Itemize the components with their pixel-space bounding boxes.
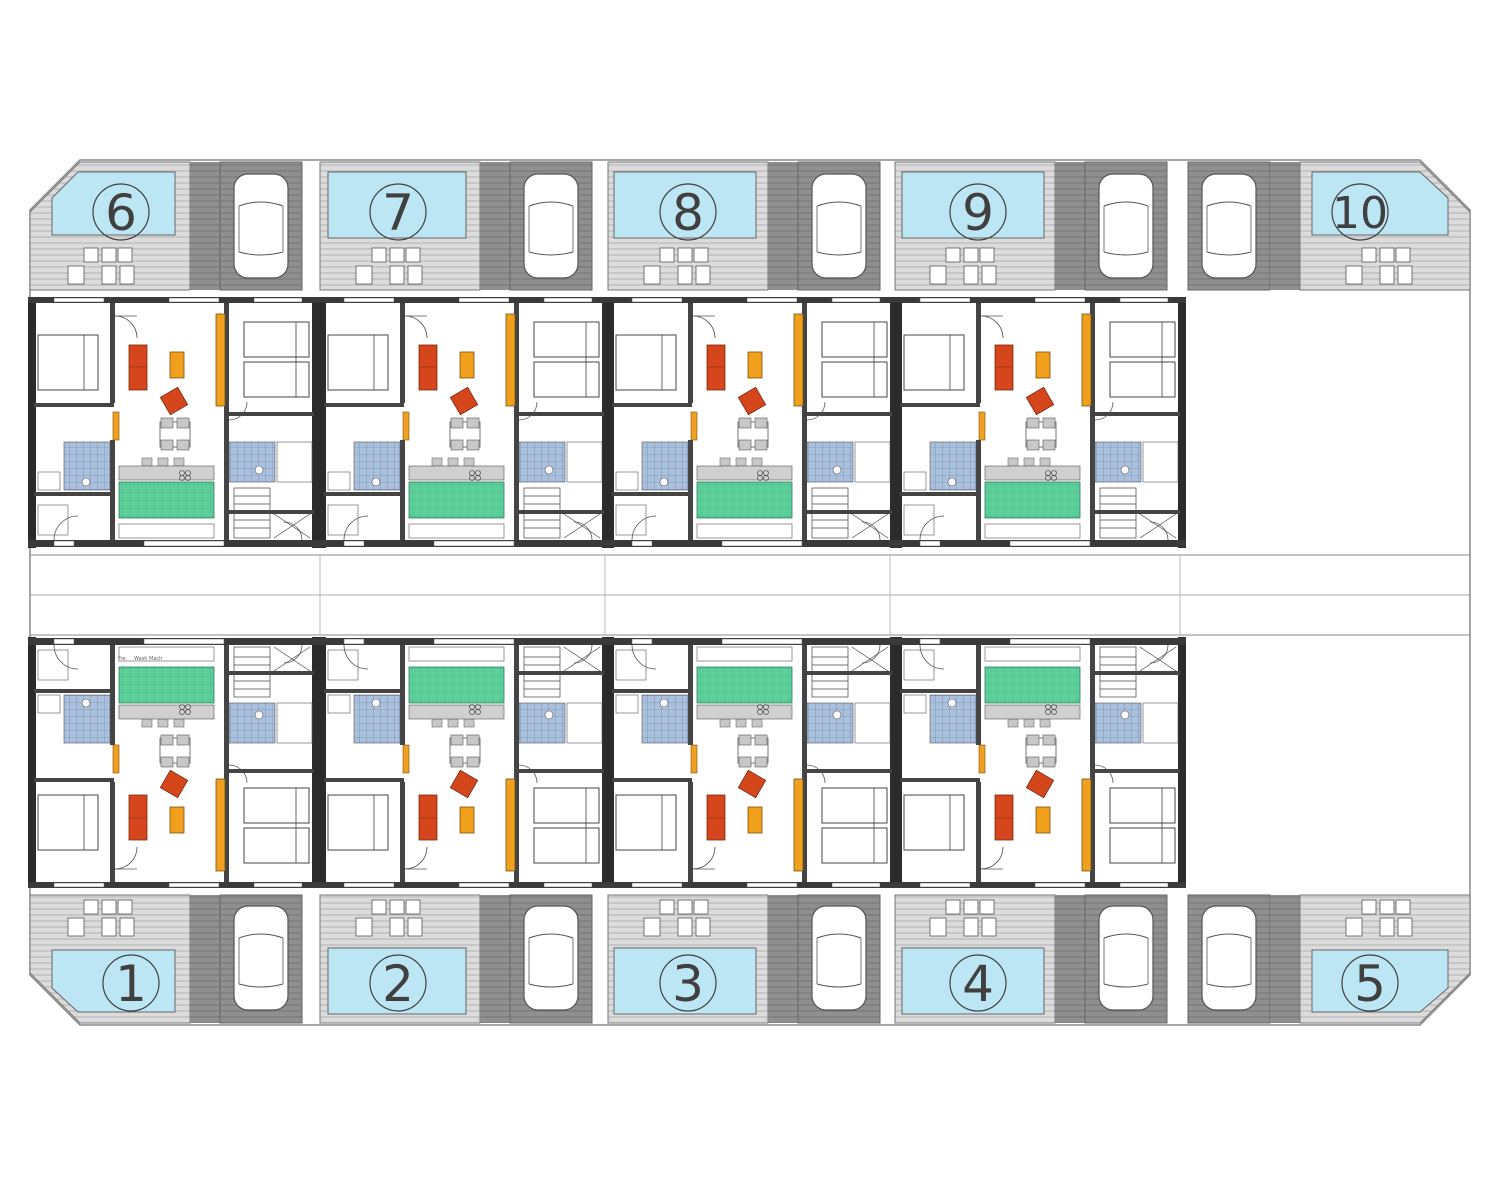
unit-number: 6 [105,184,137,242]
unit-badge-4[interactable]: 4 [949,954,1007,1013]
unit-badge-7[interactable]: 7 [369,183,427,242]
car-icon [233,173,289,279]
apartment-unit-2 [317,636,611,889]
corridor [29,554,1471,636]
terrace-unit-6 [29,161,303,291]
car-icon [523,905,579,1011]
unit-number: 4 [962,955,994,1013]
apartment-unit-7 [317,296,611,549]
unit-number: 1 [115,955,147,1013]
terrace-unit-9 [894,161,1168,291]
terrace-unit-2 [319,894,593,1024]
unit-badge-2[interactable]: 2 [369,954,427,1013]
unit-badge-1[interactable]: 1 [102,954,160,1013]
unit-number: 8 [672,184,704,242]
terrace-unit-7 [319,161,593,291]
unit-badge-10[interactable]: 10 [1331,183,1389,241]
unit-badge-3[interactable]: 3 [659,954,717,1013]
car-icon [523,173,579,279]
unit-number: 7 [382,184,414,242]
unit-number: 3 [672,955,704,1013]
terrace-unit-8 [607,161,881,291]
car-icon [1201,905,1257,1011]
car-icon [811,173,867,279]
car-icon [1201,173,1257,279]
unit-number: 10 [1332,188,1388,239]
apartment-unit-6 [27,296,321,549]
apartment-unit-9 [893,296,1187,549]
apartment-unit-4 [893,636,1187,889]
terrace-unit-1 [29,894,303,1024]
car-icon [1098,173,1154,279]
apartment-unit-8 [605,296,899,549]
terrace-unit-10 [1187,161,1471,291]
terrace-unit-5 [1187,894,1471,1024]
kitchen-label-fridge: Fre [118,656,126,662]
unit-badge-8[interactable]: 8 [659,183,717,242]
terrace-unit-3 [607,894,881,1024]
unit-badge-6[interactable]: 6 [92,183,150,242]
apartment-unit-3 [605,636,899,889]
kitchen-label-washer: Wash Mach [134,656,162,662]
unit-number: 5 [1354,955,1386,1013]
unit-number: 9 [962,184,994,242]
apartment-unit-1 [27,636,321,889]
car-icon [233,905,289,1011]
car-icon [811,905,867,1011]
terrace-unit-4 [894,894,1168,1024]
unit-badge-5[interactable]: 5 [1341,954,1399,1013]
unit-number: 2 [382,955,414,1013]
car-icon [1098,905,1154,1011]
unit-badge-9[interactable]: 9 [949,183,1007,242]
